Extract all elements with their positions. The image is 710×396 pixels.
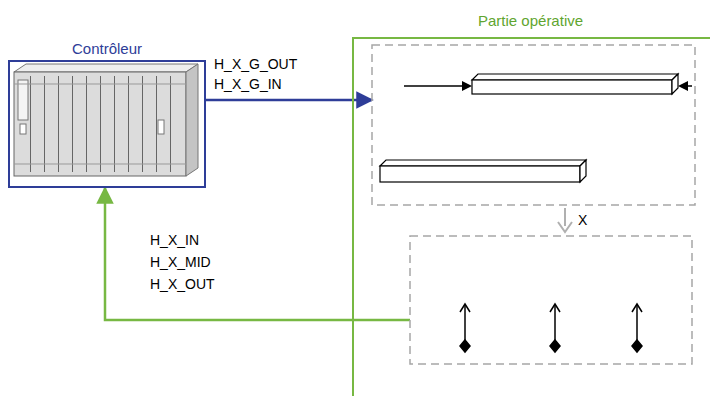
gripper-jaw xyxy=(404,74,692,94)
gripper-base xyxy=(380,160,586,182)
signal-name: H_X_G_IN xyxy=(214,76,282,93)
state-arrow xyxy=(558,208,572,232)
command-connector xyxy=(206,99,372,102)
state-label: X xyxy=(578,212,587,229)
signal-name: H_X_MID xyxy=(150,254,211,271)
signal-name: H_X_OUT xyxy=(150,276,215,293)
actuator-group xyxy=(372,45,695,205)
signal-name: H_X_G_OUT xyxy=(214,56,297,73)
sensor-group xyxy=(410,236,692,364)
feedback-connector xyxy=(105,188,410,320)
controller-box: Contrôleur xyxy=(8,60,206,188)
node-heading: Partie opérative xyxy=(478,12,583,29)
plc-rack xyxy=(14,64,198,176)
sensor-symbol xyxy=(460,304,642,352)
node-heading: Contrôleur xyxy=(72,40,142,57)
signal-name: H_X_IN xyxy=(150,232,199,249)
operative-part-region: Partie opérative xyxy=(352,37,710,396)
